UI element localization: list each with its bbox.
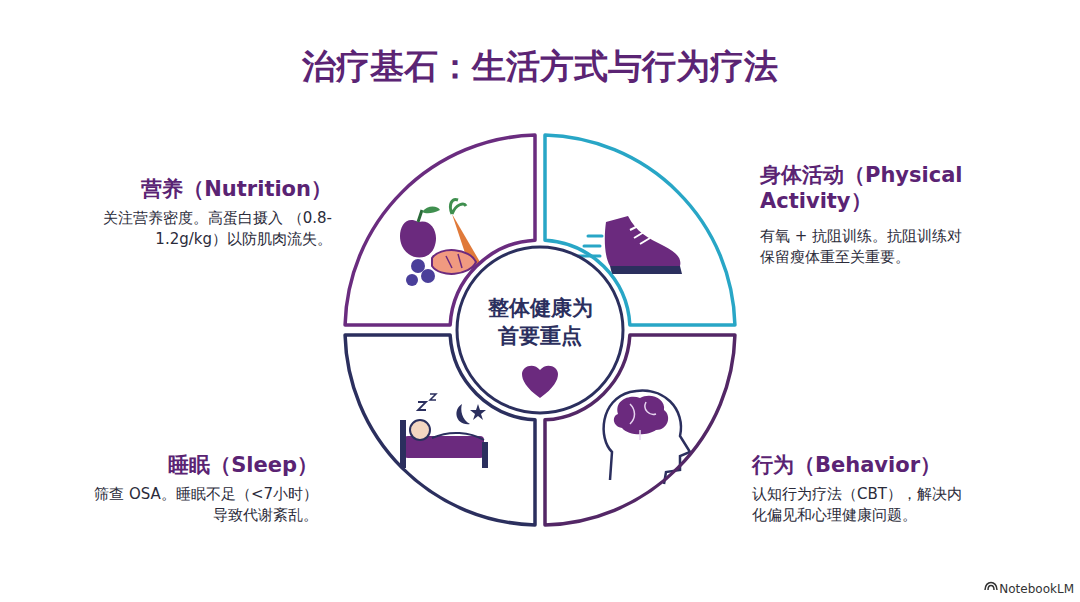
heart-icon [522,366,558,398]
quadrant-segment: 行为（Behavior）认知行为疗法（CBT），解决内 化偏见和心理健康问题。 [541,331,739,529]
sleep-icon [400,394,488,468]
segment-body: 认知行为疗法（CBT），解决内 化偏见和心理健康问题。 [752,484,992,526]
segment-heading: 行为（Behavior） [752,452,982,478]
circle-border [457,247,623,413]
segment-body: 有氧 + 抗阻训练。抗阻训练对 保留瘦体重至关重要。 [760,226,1000,268]
watermark: NotebookLM [999,582,1074,596]
segment-heading: 营养（Nutrition） [72,176,332,202]
diagram-title: 治疗基石：生活方式与行为疗法 [0,44,1080,90]
segment-heading: 身体活动（Physical Activity） [760,162,990,215]
segment-body: 关注营养密度。高蛋白摄入 （0.8-1.2g/kg）以防肌肉流失。 [102,208,332,250]
quadrant-segment: 睡眠（Sleep）筛查 OSA。睡眠不足（<7小时） 导致代谢紊乱。 [341,331,539,529]
segment-body: 筛查 OSA。睡眠不足（<7小时） 导致代谢紊乱。 [78,484,318,526]
segment-heading: 睡眠（Sleep） [98,452,318,478]
quadrant-outline [341,331,539,529]
quadrant-border [345,335,535,525]
quadrant-outline [541,331,739,529]
watermark-logo [985,583,997,591]
center-circle: 整体健康为 首要重点 [455,245,625,415]
center-text: 整体健康为 首要重点 [475,294,605,351]
quadrant-border [545,335,735,525]
